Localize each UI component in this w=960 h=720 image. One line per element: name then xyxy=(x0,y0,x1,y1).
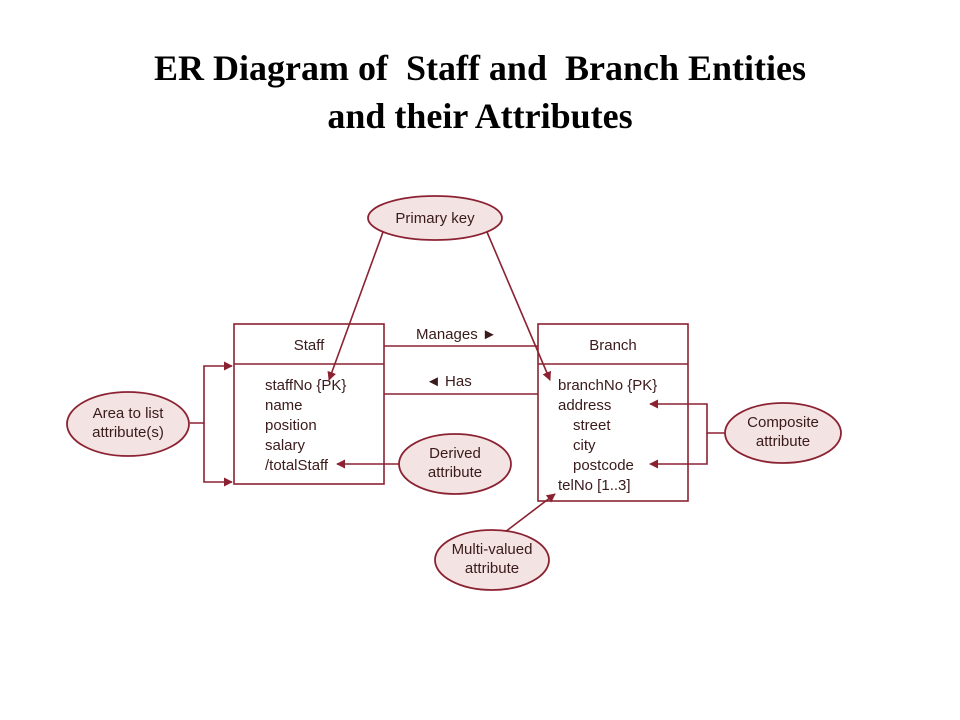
staff-attribute: salary xyxy=(265,437,306,454)
derived-attribute-callout: Derived attribute xyxy=(336,433,512,495)
branch-attribute: city xyxy=(573,437,596,454)
manages-label: Manages ► xyxy=(416,326,497,343)
area-arrow-bottom xyxy=(203,423,233,487)
staff-entity-box xyxy=(233,323,385,485)
primary-key-arrow-staff xyxy=(327,231,384,381)
multi-valued-arrow xyxy=(504,493,556,533)
has-label: ◄ Has xyxy=(426,373,472,390)
relationship-has: ◄ Has xyxy=(384,373,538,395)
multi-valued-attribute-bubble xyxy=(434,529,550,591)
area-to-list-label-line-1: Area to list xyxy=(93,405,165,422)
branch-attribute: address xyxy=(558,397,611,414)
derived-attribute-label-line-2: attribute xyxy=(428,464,482,481)
staff-attribute: name xyxy=(265,397,303,414)
staff-entity-name: Staff xyxy=(294,337,325,354)
staff-entity: Staff staffNo {PK} name position salary … xyxy=(233,323,385,485)
area-to-list-bubble xyxy=(66,391,190,457)
area-arrow-top xyxy=(190,361,233,424)
branch-entity: Branch branchNo {PK} address street city… xyxy=(537,323,689,502)
composite-arrow-address xyxy=(649,399,726,434)
primary-key-arrow-branch xyxy=(486,231,551,381)
area-to-list-label-line-2: attribute(s) xyxy=(92,424,164,441)
primary-key-label: Primary key xyxy=(395,210,475,227)
composite-attribute-bubble xyxy=(724,402,842,464)
derived-attribute-bubble xyxy=(398,433,512,495)
composite-attribute-label-line-2: attribute xyxy=(756,433,810,450)
title-line-1: ER Diagram of Staff and Branch Entities xyxy=(153,48,806,88)
branch-attribute: street xyxy=(573,417,611,434)
staff-attribute: /totalStaff xyxy=(265,457,329,474)
page-title: ER Diagram of Staff and Branch Entities … xyxy=(0,44,960,140)
branch-attribute: telNo [1..3] xyxy=(558,477,631,494)
composite-arrow-postcode xyxy=(649,433,708,469)
staff-attribute: staffNo {PK} xyxy=(265,377,346,394)
derived-attribute-label-line-1: Derived xyxy=(429,445,481,462)
relationship-manages: Manages ► xyxy=(384,326,538,347)
area-to-list-callout: Area to list attribute(s) xyxy=(66,361,233,487)
branch-attribute: postcode xyxy=(573,457,634,474)
primary-key-callout: Primary key xyxy=(327,195,551,381)
branch-entity-name: Branch xyxy=(589,337,637,354)
primary-key-bubble xyxy=(367,195,503,241)
multi-valued-attribute-label-line-2: attribute xyxy=(465,560,519,577)
staff-attribute: position xyxy=(265,417,317,434)
multi-valued-attribute-callout: Multi-valued attribute xyxy=(434,493,556,591)
composite-attribute-label-line-1: Composite xyxy=(747,414,819,431)
multi-valued-attribute-label-line-1: Multi-valued xyxy=(452,541,533,558)
title-line-2: and their Attributes xyxy=(327,96,633,136)
composite-attribute-callout: Composite attribute xyxy=(649,399,842,469)
branch-attribute: branchNo {PK} xyxy=(558,377,657,394)
branch-entity-box xyxy=(537,323,689,502)
